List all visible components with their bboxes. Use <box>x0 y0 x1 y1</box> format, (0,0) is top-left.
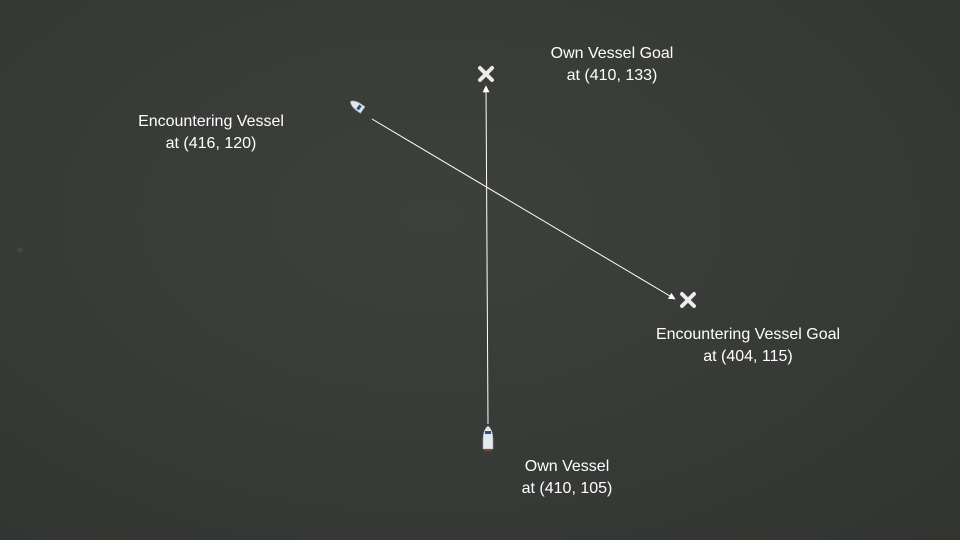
own-vessel-label: Own Vessel at (410, 105) <box>522 456 613 500</box>
own-vessel-goal-x-mark-icon <box>478 66 494 82</box>
encountering-vessel-goal-title: Encountering Vessel Goal <box>655 326 841 343</box>
own-vessel-path <box>482 85 490 425</box>
own-vessel-goal-title: Own Vessel Goal <box>550 45 674 62</box>
own-vessel-goal-coords: at (410, 133) <box>566 67 658 84</box>
encountering-vessel-goal-label: Encountering Vessel Goal at (404, 115) <box>656 324 840 368</box>
own-vessel-boat-icon <box>482 425 494 451</box>
encountering-vessel-boat-icon <box>350 100 366 114</box>
encountering-vessel-title: Encountering Vessel <box>138 113 284 130</box>
encountering-vessel-goal-x-mark-icon <box>680 292 696 308</box>
encountering-vessel-coords: at (416, 120) <box>165 135 257 152</box>
own-vessel-coords: at (410, 105) <box>521 480 613 497</box>
encountering-vessel-label: Encountering Vessel at (416, 120) <box>138 111 284 155</box>
water-speckle <box>17 247 23 253</box>
own-vessel-title: Own Vessel <box>524 458 610 475</box>
encountering-vessel-path <box>371 118 676 300</box>
own-vessel-goal-label: Own Vessel Goal at (410, 133) <box>551 43 674 87</box>
encountering-vessel-goal-coords: at (404, 115) <box>703 348 793 365</box>
